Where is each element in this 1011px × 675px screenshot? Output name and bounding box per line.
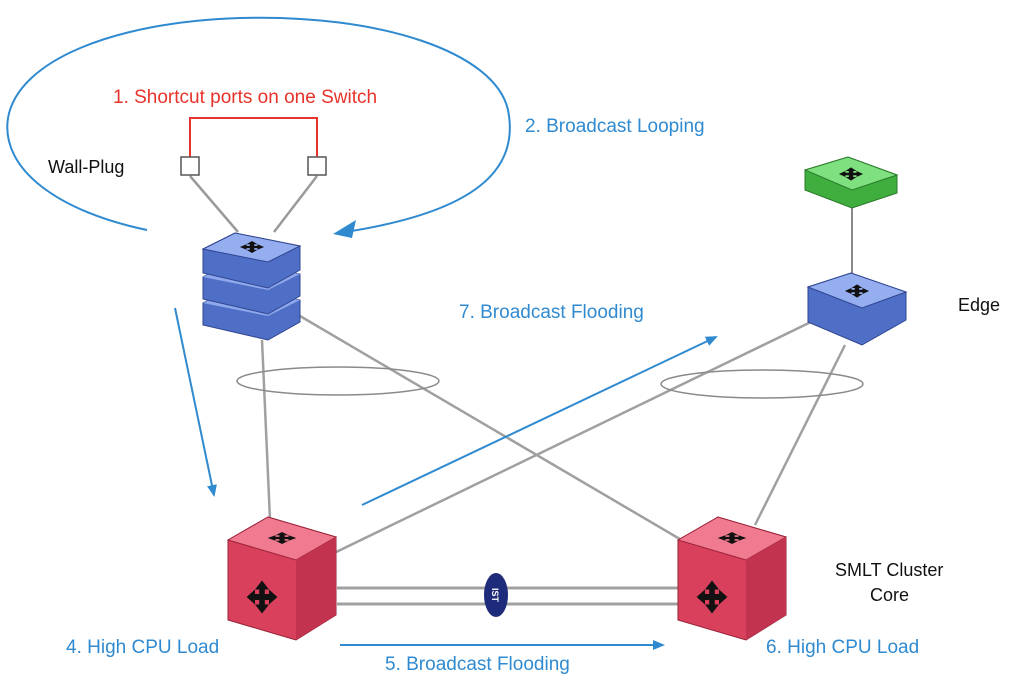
label-broadcast-looping: 2. Broadcast Looping — [525, 116, 705, 137]
link-edge-to-core-right — [753, 344, 847, 526]
wall-plug-cable-left — [189, 175, 239, 233]
wall-plug-cable-right — [273, 175, 318, 233]
label-core: Core — [870, 585, 910, 605]
broadcast-looping-curve — [6, 16, 511, 233]
label-wall-plug: Wall-Plug — [48, 157, 125, 177]
link-edge-to-core-left — [329, 318, 816, 557]
looping-arrowhead — [333, 220, 356, 238]
label-smlt-cluster: SMLT Cluster — [835, 560, 944, 580]
label-edge: Edge — [958, 295, 1001, 315]
link-stack-to-core-left — [260, 339, 272, 521]
arrow-broadcast-flooding-7 — [361, 336, 718, 506]
ist-badge — [484, 573, 508, 617]
label-high-cpu-6: 6. High CPU Load — [766, 637, 920, 658]
arrow-stack-to-core — [174, 307, 217, 497]
ist-badge-label: IST — [490, 588, 500, 603]
label-shortcut-ports: 1. Shortcut ports on one Switch — [113, 87, 378, 108]
shortcut-link — [189, 117, 318, 158]
wall-plug-port-right — [307, 156, 327, 176]
stacked-switch — [201, 232, 302, 341]
mlt-ellipse-left — [236, 366, 440, 396]
wall-plug-port-left — [180, 156, 200, 176]
mlt-ellipse-right — [660, 369, 864, 399]
label-high-cpu-4: 4. High CPU Load — [66, 637, 220, 658]
label-broadcast-flooding-7: 7. Broadcast Flooding — [459, 302, 644, 323]
label-broadcast-flooding-5: 5. Broadcast Flooding — [385, 654, 570, 675]
core-switch-left — [226, 516, 338, 641]
core-switch-right — [676, 516, 788, 641]
edge-switch — [806, 272, 908, 346]
top-switch — [803, 156, 899, 209]
link-stack-to-core-right — [299, 314, 691, 547]
